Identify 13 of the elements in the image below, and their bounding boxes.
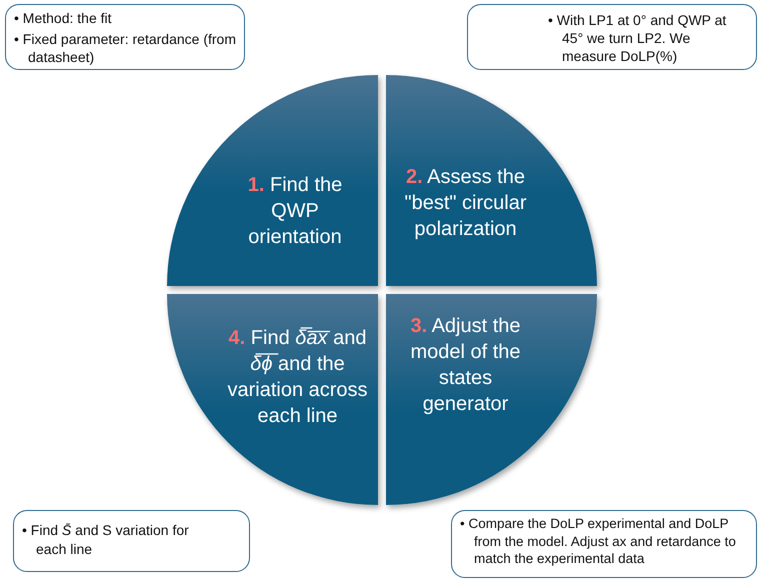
note-box (451, 510, 757, 578)
note-box (5, 4, 245, 70)
bullet-text: • Method: the fit (14, 9, 113, 28)
bullet-text: • Fixed parameter: retardance (from datasheet) (14, 30, 236, 67)
step-title: 4. Find δ̅a̅x̅ and δ̅ϕ̅ and the variation across each line (227, 326, 368, 429)
step-title: 2. Assess the "best" circular polarization (404, 165, 527, 242)
note-box (467, 4, 757, 70)
bullet-text: • Find S̄ and S variation for each line (22, 521, 190, 558)
step-title: 1. Find the QWP orientation (246, 172, 344, 250)
step-title: 3. Adjust the model of the states generator (409, 314, 522, 416)
bullet-text: • With LP1 at 0° and QWP at 45° we turn LP2. We measure DoLP(%) (548, 11, 728, 66)
bullet-text: • Compare the DoLP experimental and DoLP from the model. Adjust ax and retardance to match the experimental data (460, 515, 737, 568)
note-box (13, 510, 250, 572)
